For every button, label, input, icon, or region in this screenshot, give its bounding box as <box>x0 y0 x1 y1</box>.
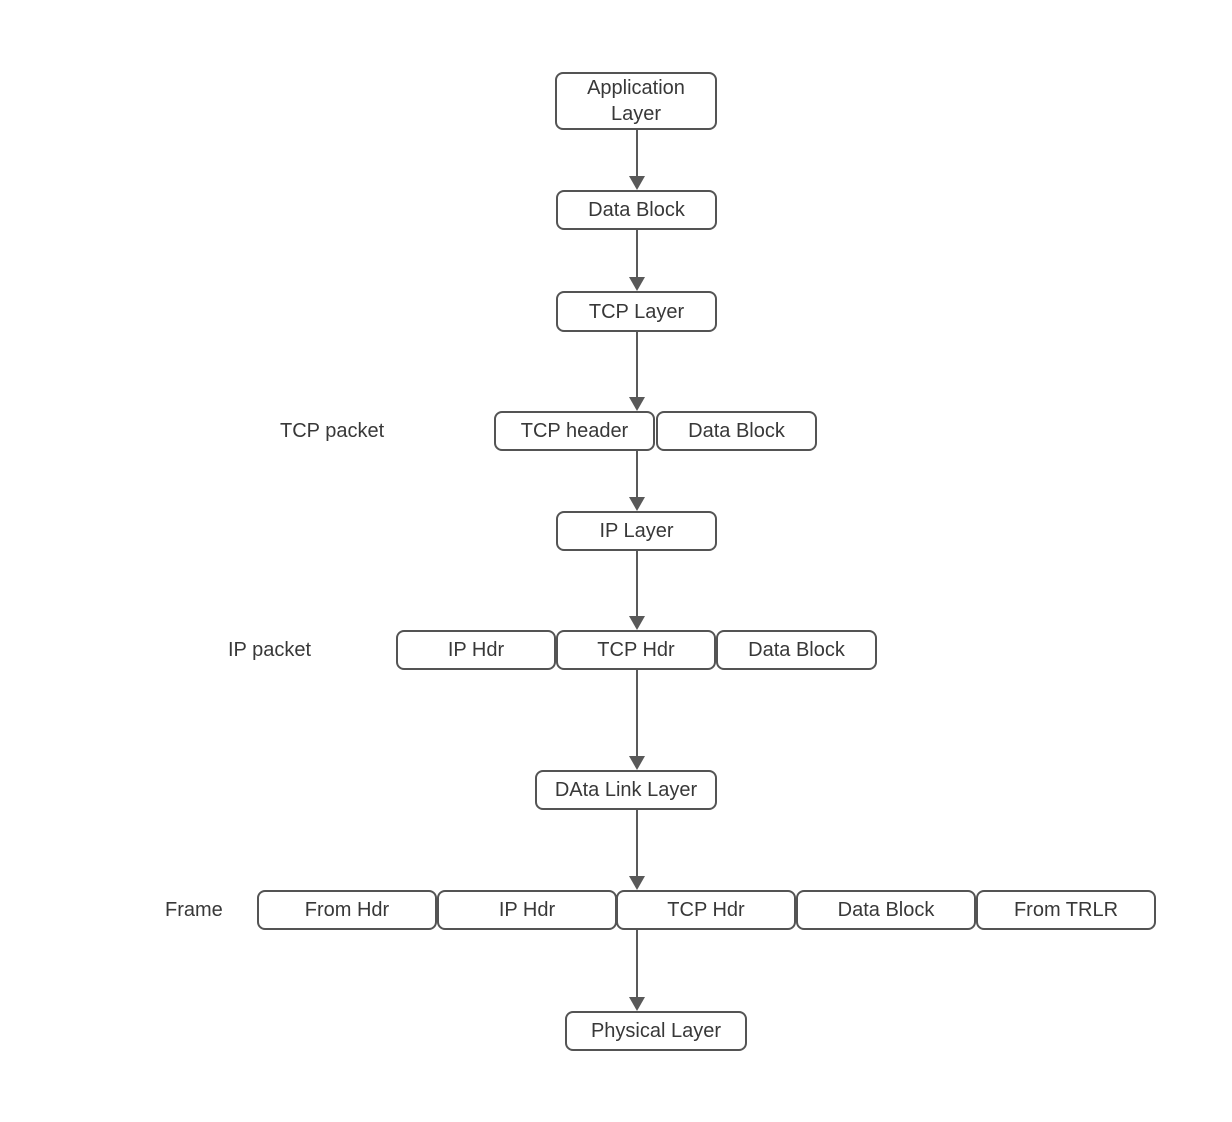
arrow-head-icon <box>629 876 645 890</box>
node-tcp-layer: TCP Layer <box>556 291 717 332</box>
arrow-shaft <box>636 130 638 179</box>
arrow-shaft <box>636 810 638 879</box>
arrow-shaft <box>636 332 638 400</box>
node-tcp-header: TCP header <box>494 411 655 451</box>
row-label-ip-packet: IP packet <box>228 639 312 661</box>
arrow-head-icon <box>629 397 645 411</box>
node-ip-packet-data-block: Data Block <box>716 630 877 670</box>
arrow-data-link-to-frame <box>629 810 645 890</box>
arrow-application-to-datablock <box>629 130 645 190</box>
arrow-shaft <box>636 930 638 1000</box>
node-frame-from-trlr: From TRLR <box>976 890 1156 930</box>
arrow-ip-layer-to-ip-packet <box>629 551 645 630</box>
arrow-head-icon <box>629 616 645 630</box>
node-application-layer: Application Layer <box>555 72 717 130</box>
arrow-ip-packet-to-data-link <box>629 670 645 770</box>
arrow-head-icon <box>629 497 645 511</box>
node-data-link-layer: DAta Link Layer <box>535 770 717 810</box>
arrow-head-icon <box>629 756 645 770</box>
node-ip-layer: IP Layer <box>556 511 717 551</box>
arrow-head-icon <box>629 997 645 1011</box>
arrow-tcp-packet-to-ip-layer <box>629 451 645 511</box>
arrow-tcp-layer-to-tcp-packet <box>629 332 645 411</box>
arrow-datablock-to-tcp-layer <box>629 230 645 291</box>
node-ip-packet-ip-hdr: IP Hdr <box>396 630 556 670</box>
arrow-head-icon <box>629 277 645 291</box>
arrow-shaft <box>636 670 638 759</box>
node-frame-ip-hdr: IP Hdr <box>437 890 617 930</box>
node-physical-layer: Physical Layer <box>565 1011 747 1051</box>
node-data-block: Data Block <box>556 190 717 230</box>
node-frame-data-block: Data Block <box>796 890 976 930</box>
row-label-tcp-packet: TCP packet <box>280 420 385 442</box>
arrow-shaft <box>636 551 638 619</box>
arrow-shaft <box>636 230 638 280</box>
arrow-shaft <box>636 451 638 500</box>
node-ip-packet-tcp-hdr: TCP Hdr <box>556 630 716 670</box>
row-label-frame: Frame <box>165 899 223 921</box>
arrow-frame-to-physical <box>629 930 645 1011</box>
node-tcp-packet-data-block: Data Block <box>656 411 817 451</box>
node-frame-from-hdr: From Hdr <box>257 890 437 930</box>
arrow-head-icon <box>629 176 645 190</box>
node-frame-tcp-hdr: TCP Hdr <box>616 890 796 930</box>
